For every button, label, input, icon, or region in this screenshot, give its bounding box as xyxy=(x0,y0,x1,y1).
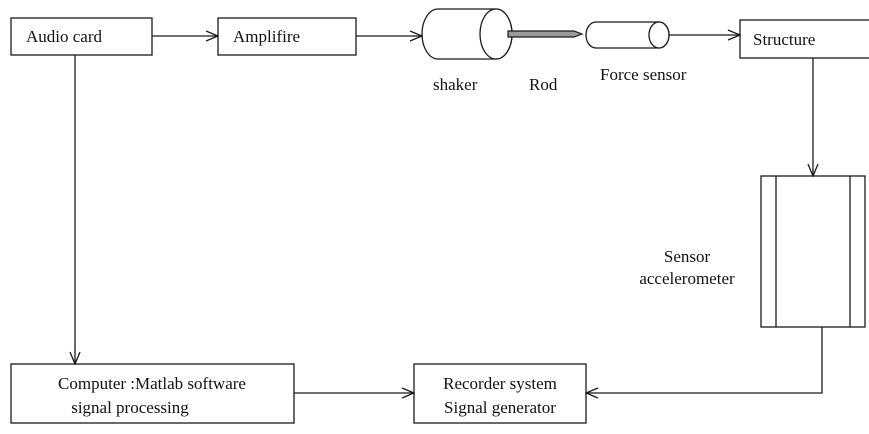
connectors xyxy=(75,35,823,393)
shaker-icon xyxy=(421,8,513,60)
force-sensor-icon xyxy=(585,21,670,49)
amplifier-label: Amplifire xyxy=(233,27,300,46)
arrow-accelerometer-to-recorder xyxy=(586,327,823,393)
force-sensor-label: Force sensor xyxy=(600,65,687,84)
rod-icon xyxy=(507,30,584,38)
structure-block: Structure xyxy=(739,19,869,59)
structure-label: Structure xyxy=(753,30,815,49)
sensor-label-line1: Sensor xyxy=(664,247,711,266)
computer-block: Computer :Matlab software signal process… xyxy=(10,363,295,424)
shaker-label: shaker xyxy=(433,75,478,94)
audio-card-label: Audio card xyxy=(26,27,103,46)
rod-label: Rod xyxy=(529,75,558,94)
amplifier-block: Amplifire xyxy=(217,17,357,56)
recorder-label-line1: Recorder system xyxy=(443,374,557,393)
recorder-label-line2: Signal generator xyxy=(444,398,556,417)
computer-label-line2: signal processing xyxy=(71,398,189,417)
accelerometer-icon xyxy=(760,175,866,328)
audio-card-block: Audio card xyxy=(10,17,153,56)
sensor-label-line2: accelerometer xyxy=(639,269,735,288)
recorder-block: Recorder system Signal generator xyxy=(413,363,587,424)
computer-label-line1: Computer :Matlab software xyxy=(58,374,246,393)
